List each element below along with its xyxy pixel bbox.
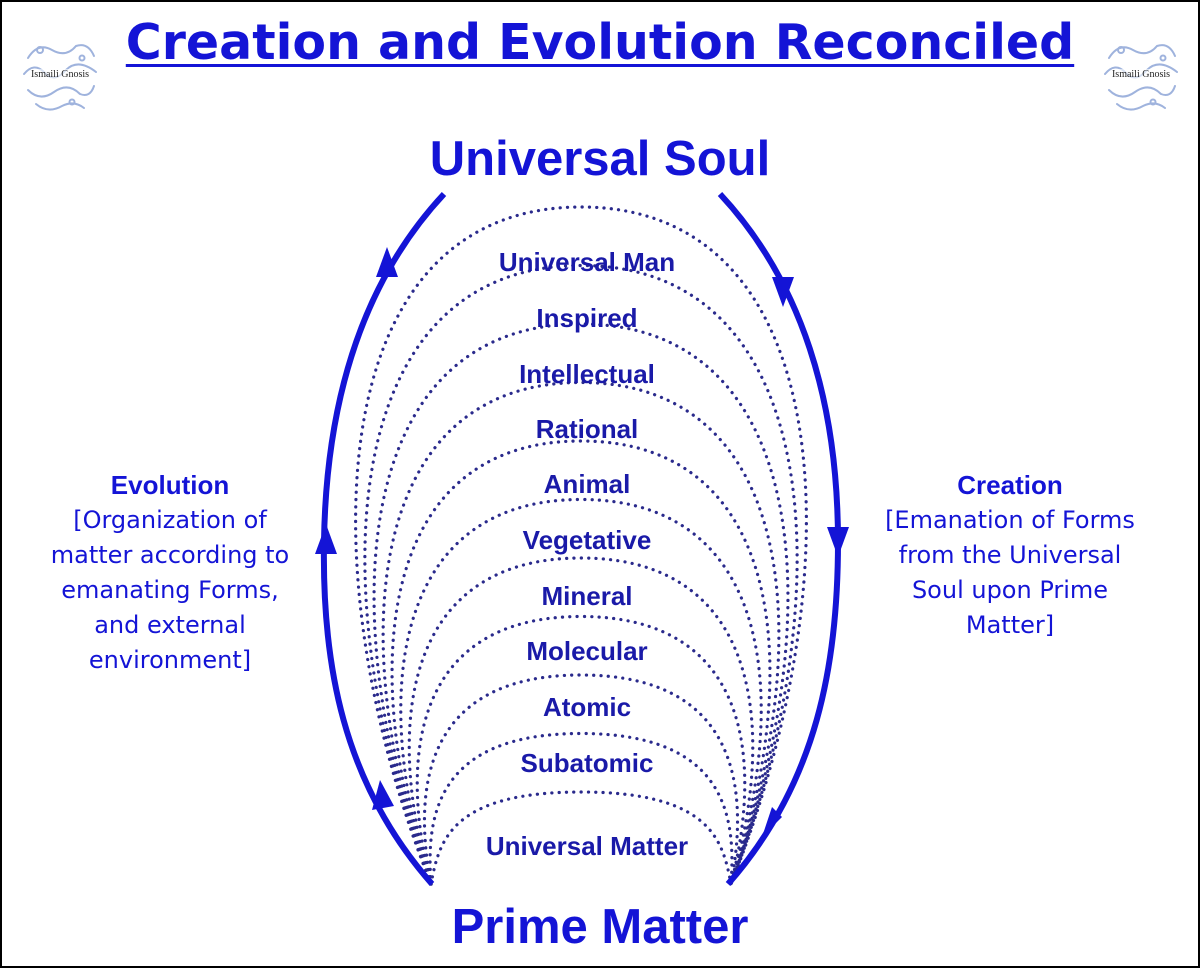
evolution-arrow-middle [315,524,337,554]
seal-logo-right: Ismaili Gnosis [1095,28,1187,120]
page-title: Creation and Evolution Reconciled [2,12,1198,74]
level-label-inspired: Inspired [536,303,638,333]
level-label-atomic: Atomic [542,692,632,722]
dotted-arc-subatomic [428,731,734,886]
top-node-universal-soul: Universal Soul [429,132,771,186]
level-label-universal-man: Universal Man [498,247,676,277]
evolution-line: matter according to [50,541,290,569]
evolution-line: and external [94,611,246,639]
creation-line: Matter] [965,611,1055,639]
seal-logo-left: Ismaili Gnosis [14,28,106,120]
dotted-arc-inspired [363,263,799,886]
level-label-rational: Rational [535,414,639,444]
dotted-arc-universal-man [354,205,808,886]
dotted-arc-rational [381,380,781,886]
level-arcs [354,205,808,886]
creation-arrow-middle [827,527,849,557]
level-label-vegetative: Vegetative [522,525,652,555]
direction-arrows [315,247,849,837]
creation-title: Creation [957,470,1063,500]
evolution-arrow-top [376,247,398,277]
creation-line: Soul upon Prime [911,576,1109,604]
evolution-line: [Organization of [73,506,267,534]
level-label-intellectual: Intellectual [519,359,655,389]
evolution-description: Evolution [Organization of matter accord… [5,468,335,678]
evolution-line: environment] [88,646,252,674]
page-title-text: Creation and Evolution Reconciled [125,14,1075,71]
seal-text-left: Ismaili Gnosis [30,68,90,80]
evolution-line: emanating Forms, [61,576,279,604]
creation-arrow-bottom [762,807,782,837]
level-label-molecular: Molecular [526,636,648,666]
dotted-arc-atomic [422,673,740,886]
dotted-arc-intellectual [372,322,790,886]
seal-text-right: Ismaili Gnosis [1111,68,1171,80]
level-label-mineral: Mineral [541,581,633,611]
evolution-title: Evolution [110,470,230,500]
evolution-arrow-bottom [372,780,394,810]
creation-description: Creation [Emanation of Forms from the Un… [845,468,1175,643]
creation-line: from the Universal [898,541,1122,569]
level-label-universal-matter: Universal Matter [485,831,689,861]
creation-line: [Emanation of Forms [885,506,1135,534]
dotted-arc-universal-matter [429,790,733,886]
level-label-subatomic: Subatomic [520,748,654,778]
dotted-arc-animal [390,439,772,886]
bottom-node-prime-matter: Prime Matter [451,900,749,954]
level-label-animal: Animal [543,469,631,499]
creation-arrow-top [772,277,794,307]
dotted-arc-mineral [407,556,755,886]
dotted-arc-molecular [415,614,747,886]
